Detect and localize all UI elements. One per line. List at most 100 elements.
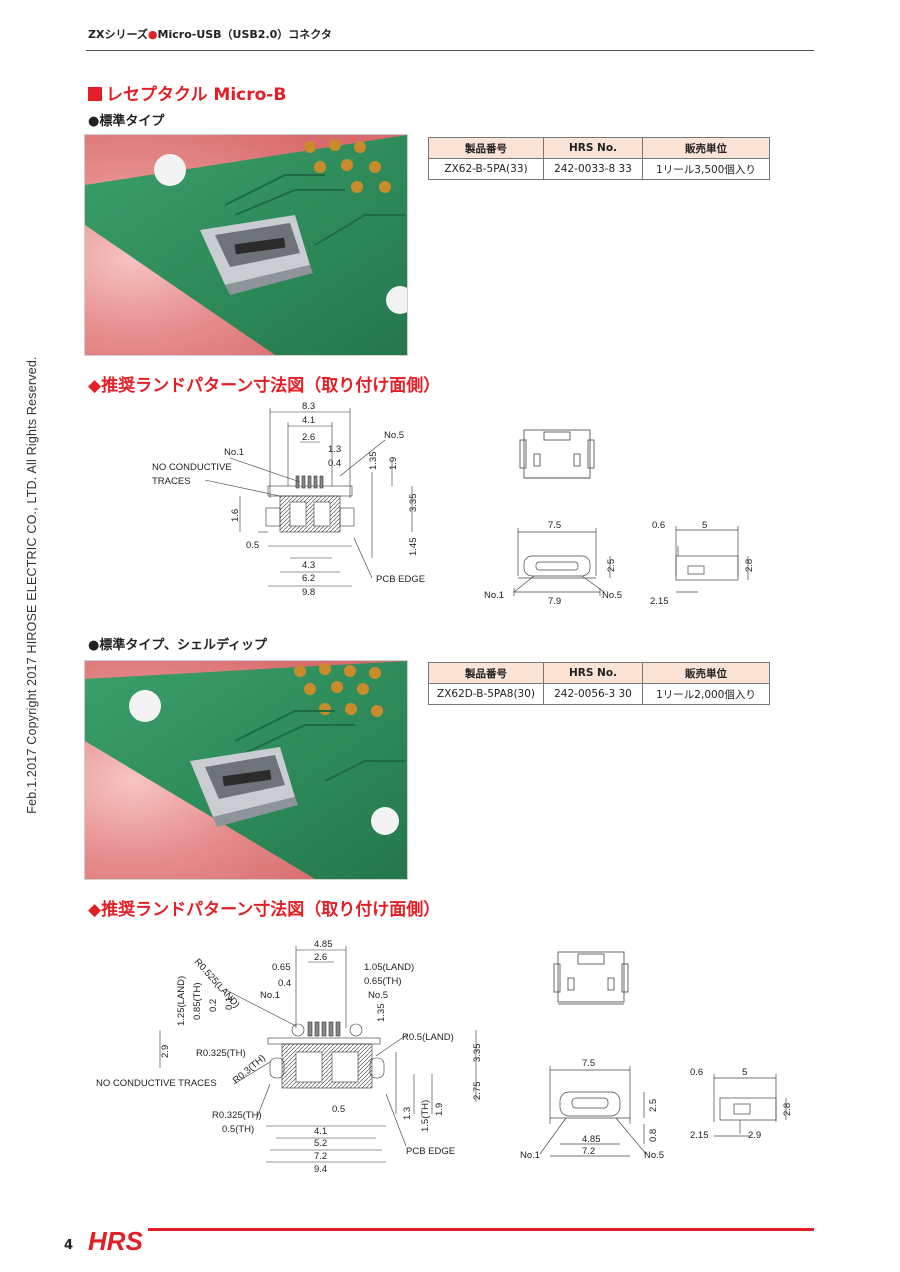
col-header-hrs-no: HRS No. — [543, 137, 643, 159]
dim-2-5: 2.5 — [648, 1099, 659, 1112]
header-dot: ● — [147, 28, 158, 41]
table-row: ZX62D-B-5PA8(30) 242-0056-3 30 1リール2,000… — [428, 683, 770, 705]
cell-hrs-no: 242-0033-8 33 — [543, 158, 643, 180]
dim-r0-325-th: R0.325(TH) — [196, 1048, 246, 1059]
dim-2-8: 2.8 — [782, 1103, 793, 1116]
dim-2-9: 2.9 — [748, 1130, 761, 1141]
dim-4-85: 4.85 — [314, 939, 333, 950]
dim-1-05-land: 1.05(LAND) — [364, 962, 414, 973]
dim-1-45: 1.45 — [408, 538, 419, 557]
dim-0-4: 0.4 — [328, 458, 341, 469]
product-2-subtitle: ●標準タイプ、シェルディップ — [88, 638, 268, 653]
product-1-subtitle: ●標準タイプ — [88, 114, 165, 129]
page-header: ZXシリーズ●Micro-USB（USB2.0）コネクタ — [88, 26, 332, 42]
product-2-connector-top-view — [553, 951, 629, 1005]
dim-3-35: 3.35 — [408, 494, 419, 513]
col-header-sales-unit: 販売単位 — [642, 137, 770, 159]
dim-2-15: 2.15 — [650, 596, 669, 607]
table-row: ZX62-B-5PA(33) 242-0033-8 33 1リール3,500個入… — [428, 158, 770, 180]
label-pcb-edge: PCB EDGE — [406, 1146, 455, 1157]
dim-9-4: 9.4 — [314, 1164, 327, 1175]
label-no1: No.1 — [484, 590, 504, 601]
dim-0-5: 0.5 — [332, 1104, 345, 1115]
product-1-connector-front-view: 7.5 7.9 2.5 No.1 No.5 — [484, 520, 622, 607]
dim-7-5: 7.5 — [582, 1058, 595, 1069]
dim-0-65-th: 0.65(TH) — [364, 976, 401, 987]
dim-2-6: 2.6 — [302, 432, 315, 443]
dim-5: 5 — [742, 1067, 747, 1078]
label-no1: No.1 — [520, 1150, 540, 1161]
dim-4-1: 4.1 — [314, 1126, 327, 1137]
label-pcb-edge: PCB EDGE — [376, 574, 425, 585]
product-1-land-title: ◆推奨ランドパターン寸法図（取り付け面側） — [88, 376, 441, 396]
dim-2-8: 2.8 — [744, 559, 755, 572]
dim-1-3: 1.3 — [328, 444, 341, 455]
col-header-sales-unit: 販売単位 — [642, 662, 770, 684]
product-1-photo — [84, 134, 408, 356]
dim-6-2: 6.2 — [302, 573, 315, 584]
dim-4-85: 4.85 — [582, 1134, 601, 1145]
label-no5: No.5 — [384, 430, 404, 441]
label-no1: No.1 — [260, 990, 280, 1001]
dim-5: 5 — [702, 520, 707, 531]
product-1-connector-side-view: 0.6 5 2.8 2.15 — [650, 520, 755, 607]
dim-2-6: 2.6 — [314, 952, 327, 963]
section-title-text: レセプタクル Micro-B — [106, 85, 287, 105]
cell-part-number: ZX62-B-5PA(33) — [428, 158, 544, 180]
dim-0-4: 0.4 — [278, 978, 291, 989]
label-no-conductive-traces: NO CONDUCTIVE TRACES — [96, 1078, 217, 1089]
dim-1-3: 1.3 — [402, 1107, 413, 1120]
hrs-logo-text: HRS — [88, 1226, 144, 1256]
dim-2-15: 2.15 — [690, 1130, 709, 1141]
dim-4-1: 4.1 — [302, 415, 315, 426]
dim-7-2: 7.2 — [314, 1151, 327, 1162]
dim-9-8: 9.8 — [302, 587, 315, 598]
dim-0-2: 0.2 — [208, 999, 219, 1012]
square-bullet-icon — [88, 87, 102, 101]
dim-0-1: 0.1 — [224, 997, 235, 1010]
cell-hrs-no: 242-0056-3 30 — [543, 683, 643, 705]
dim-2-9: 2.9 — [160, 1045, 171, 1058]
label-no5: No.5 — [368, 990, 388, 1001]
dim-0-6: 0.6 — [652, 520, 665, 531]
header-rule — [86, 50, 814, 51]
label-no5: No.5 — [602, 590, 622, 601]
dim-r0-325-th-2: R0.325(TH) — [212, 1110, 262, 1121]
dim-0-5: 0.5 — [246, 540, 259, 551]
product-2-connector-side-view: 0.6 5 2.8 2.15 2.9 — [690, 1067, 793, 1141]
label-no-conductive: NO CONDUCTIVE — [152, 462, 232, 473]
col-header-hrs-no: HRS No. — [543, 662, 643, 684]
label-no1: No.1 — [224, 447, 244, 458]
dim-0-6: 0.6 — [690, 1067, 703, 1078]
product-1-land-pattern-drawing: 8.3 4.1 2.6 1.3 0.4 No.1 No.5 NO CONDUCT… — [152, 401, 425, 598]
dim-1-35: 1.35 — [376, 1004, 387, 1023]
dim-8-3: 8.3 — [302, 401, 315, 412]
product-2-connector-front-view: 7.5 4.85 7.2 2.5 0.8 No.1 No.5 — [520, 1058, 664, 1161]
footer-rule — [148, 1228, 814, 1231]
product-2-spec-table: 製品番号 HRS No. 販売単位 ZX62D-B-5PA8(30) 242-0… — [428, 662, 770, 705]
dim-r0-5-land: R0.5(LAND) — [402, 1032, 454, 1043]
cell-part-number: ZX62D-B-5PA8(30) — [428, 683, 544, 705]
dim-7-5: 7.5 — [548, 520, 561, 531]
label-traces: TRACES — [152, 476, 191, 487]
product-1-connector-top-view — [519, 429, 595, 479]
col-header-part-number: 製品番号 — [428, 137, 544, 159]
dim-0-65: 0.65 — [272, 962, 291, 973]
dim-1-35: 1.35 — [368, 452, 379, 471]
hrs-logo: HRS — [88, 1226, 144, 1256]
col-header-part-number: 製品番号 — [428, 662, 544, 684]
header-series: ZXシリーズ — [88, 28, 148, 41]
dim-3-35: 3.35 — [472, 1044, 483, 1063]
dim-2-75: 2.75 — [472, 1082, 483, 1101]
header-title: Micro-USB（USB2.0）コネクタ — [157, 28, 332, 41]
cell-sales-unit: 1リール2,000個入り — [642, 683, 770, 705]
product-1-spec-table: 製品番号 HRS No. 販売単位 ZX62-B-5PA(33) 242-003… — [428, 137, 770, 180]
dim-1-25-land: 1.25(LAND) — [176, 976, 187, 1026]
dim-5-2: 5.2 — [314, 1138, 327, 1149]
dim-1-5-th: 1.5(TH) — [420, 1100, 431, 1132]
dim-0-8: 0.8 — [648, 1129, 659, 1142]
dim-4-3: 4.3 — [302, 560, 315, 571]
dim-0-5-th: 0.5(TH) — [222, 1124, 254, 1135]
dim-2-5: 2.5 — [606, 559, 617, 572]
dim-1-9: 1.9 — [434, 1103, 445, 1116]
